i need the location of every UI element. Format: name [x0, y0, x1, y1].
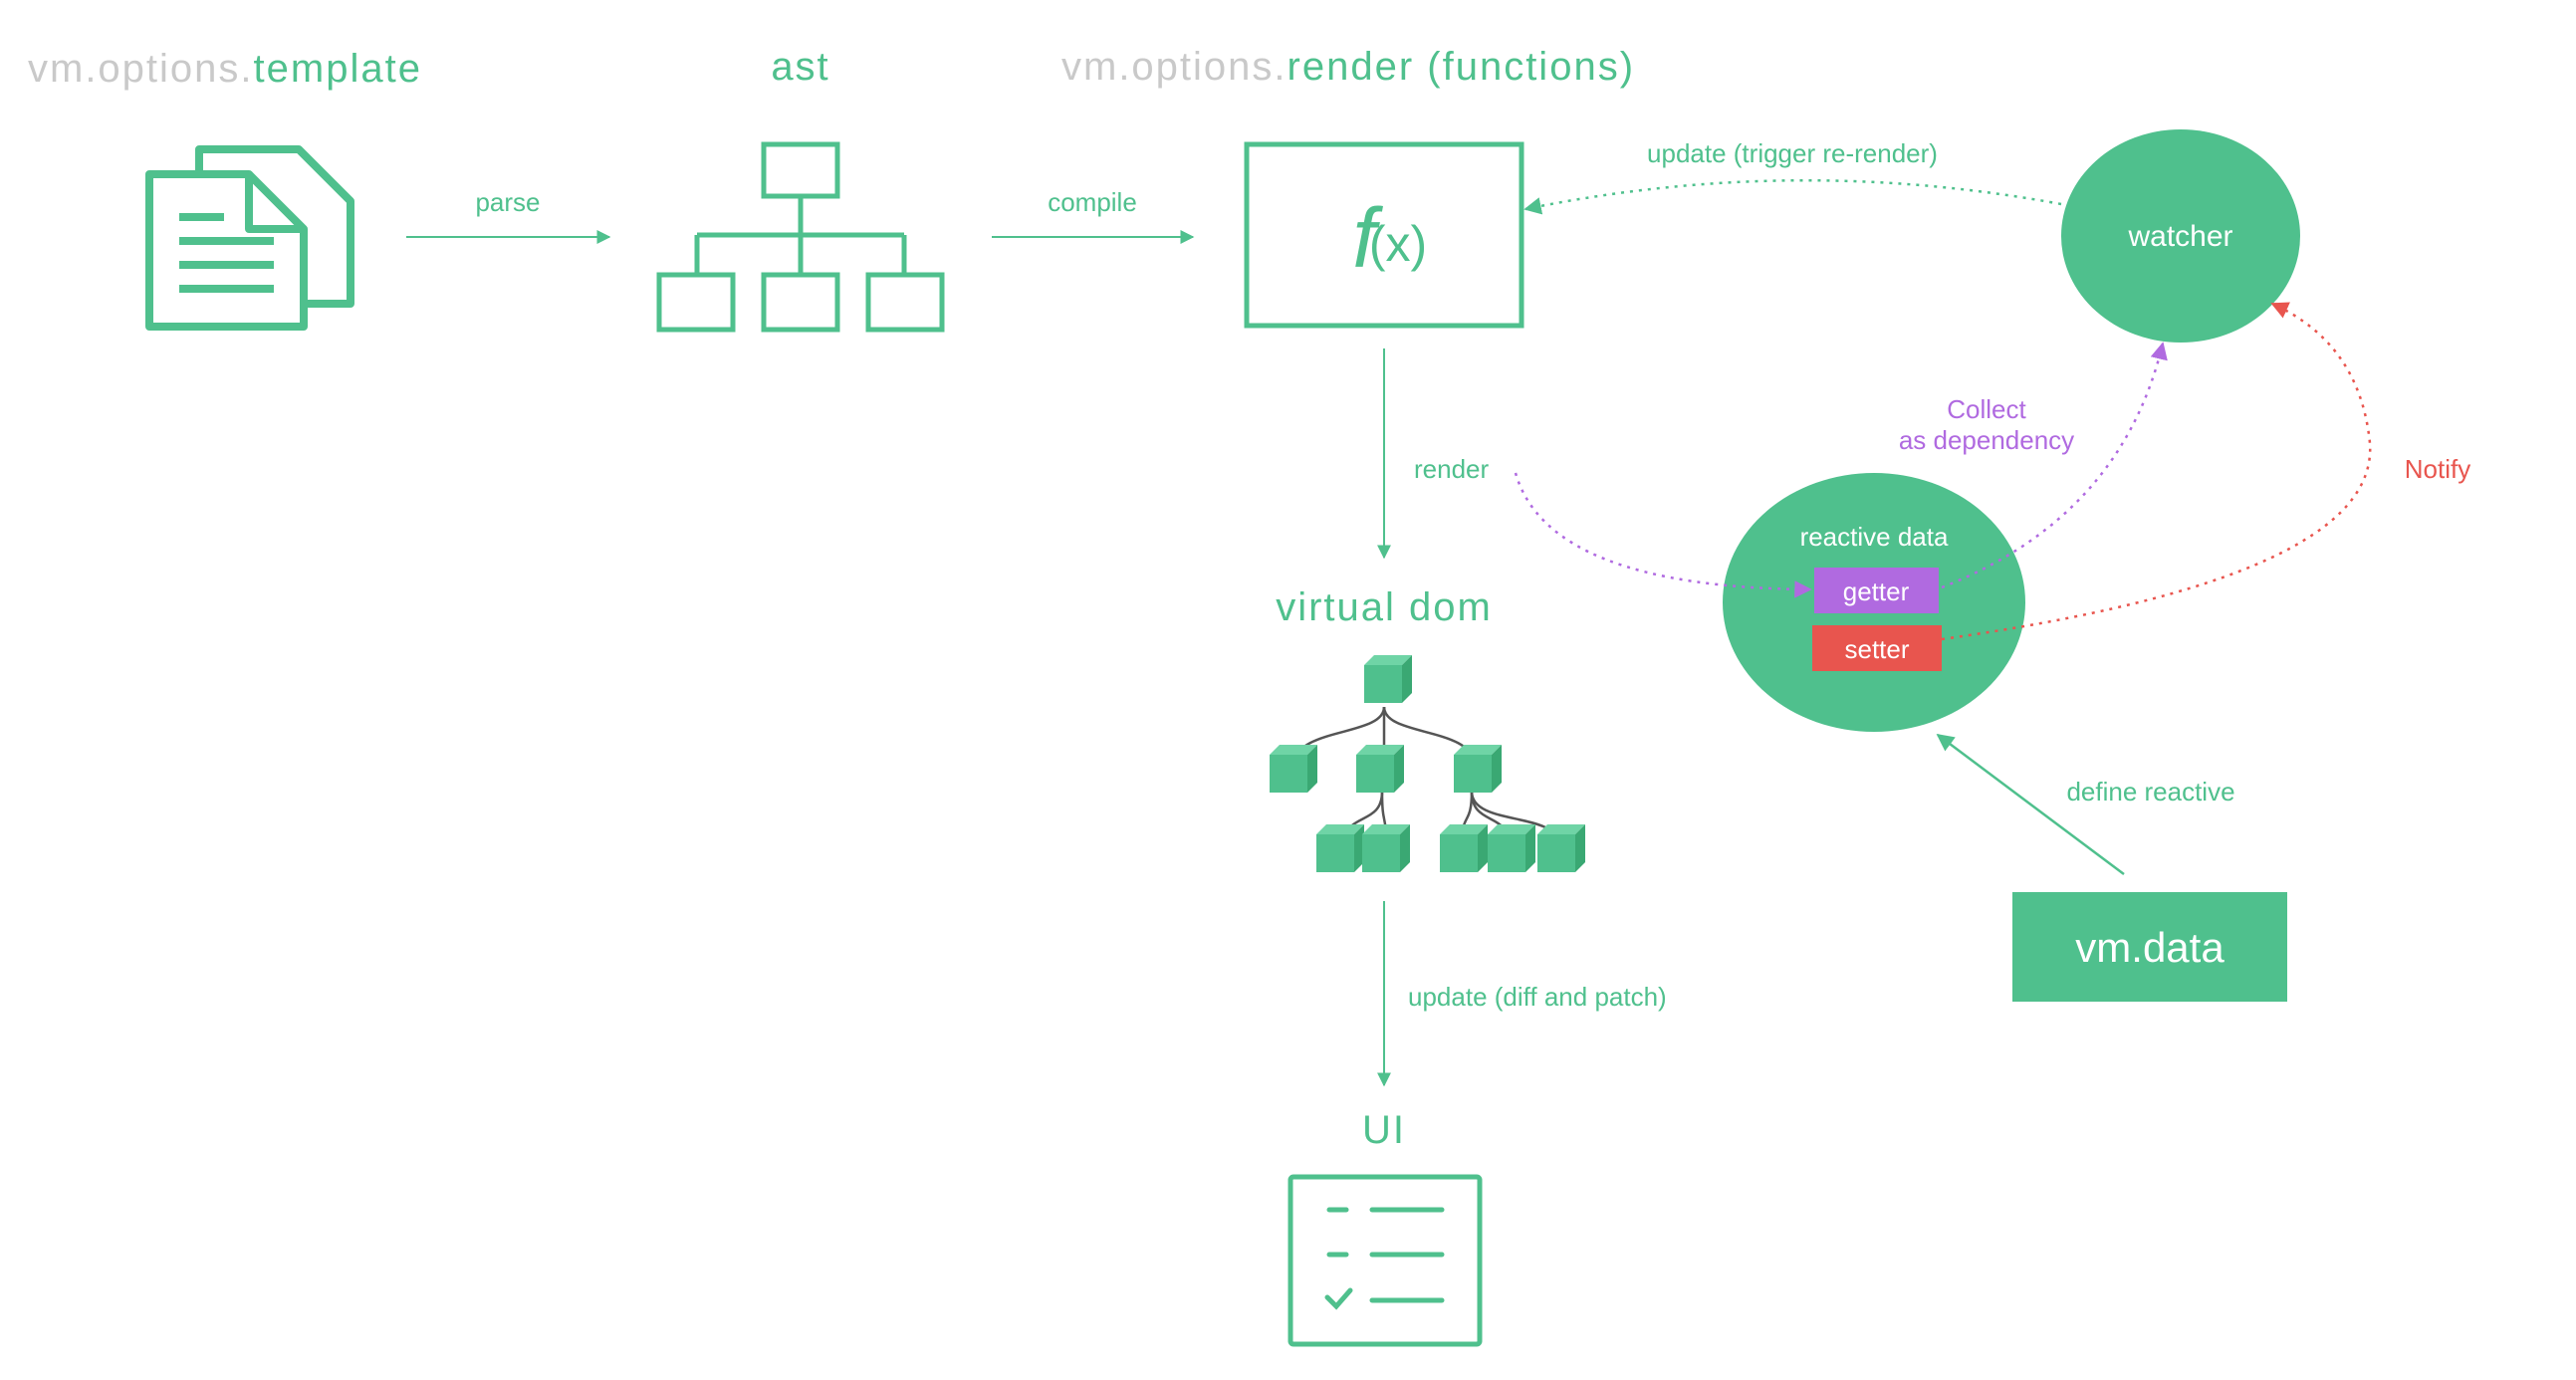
vm-data-node: [2012, 892, 2287, 1002]
update-trigger-label: update (trigger re-render): [1647, 138, 1938, 168]
render-label: render: [1414, 454, 1489, 484]
template-title-prefix: vm.options.: [28, 47, 254, 91]
setter-box: [1812, 625, 1942, 671]
vdom-cube-4: [1454, 745, 1502, 793]
virtual-dom-title: virtual dom: [1276, 585, 1493, 629]
vdom-cube-1: [1364, 655, 1412, 703]
fx-x: (x): [1369, 216, 1427, 272]
getter-box: [1814, 568, 1939, 613]
compile-label: compile: [1048, 187, 1137, 217]
render-to-getter-arrow: [1514, 472, 1812, 598]
watcher-node: [2061, 129, 2300, 343]
parse-label: parse: [475, 187, 540, 217]
vdom-cube-2: [1270, 745, 1317, 793]
collect-label-line1: Collect: [1947, 394, 2026, 424]
render-title: vm.options.render (functions): [1061, 45, 1635, 89]
reactive-data-label: reactive data: [1800, 522, 1949, 552]
vdom-cube-8: [1488, 824, 1535, 872]
getter-label: getter: [1843, 576, 1910, 606]
vdom-cube-9: [1537, 824, 1585, 872]
cube-tree-icon: [1270, 655, 1585, 872]
define-reactive-arrow: [1936, 733, 2125, 876]
checklist-icon: [1288, 1174, 1483, 1347]
tree-hierarchy-icon: [656, 141, 945, 333]
render-title-main: render (functions): [1288, 45, 1635, 89]
template-title: vm.options.template: [28, 47, 422, 91]
vdom-edges: [1292, 706, 1560, 845]
notify-label: Notify: [2405, 454, 2470, 484]
update-trigger-arrow: [1523, 178, 2062, 215]
function-box-icon: f (x): [1244, 141, 1524, 329]
template-title-main: template: [254, 47, 422, 91]
document-copy-icon: [145, 145, 354, 331]
collect-label-line2: as dependency: [1899, 425, 2074, 455]
ui-title: UI: [1362, 1108, 1406, 1152]
setter-label: setter: [1844, 634, 1909, 664]
notify-arrow: [1941, 302, 2372, 641]
define-reactive-label: define reactive: [2066, 777, 2234, 806]
collect-dependency-arrow: [1941, 342, 2168, 589]
vdom-cube-7: [1440, 824, 1488, 872]
update-diff-label: update (diff and patch): [1408, 982, 1667, 1012]
vdom-cube-5: [1316, 824, 1364, 872]
vdom-cube-6: [1362, 824, 1410, 872]
vdom-cube-3: [1356, 745, 1404, 793]
ast-title: ast: [771, 45, 829, 89]
watcher-label: watcher: [2127, 220, 2232, 253]
vm-data-label: vm.data: [2075, 924, 2225, 971]
render-title-prefix: vm.options.: [1061, 45, 1288, 89]
